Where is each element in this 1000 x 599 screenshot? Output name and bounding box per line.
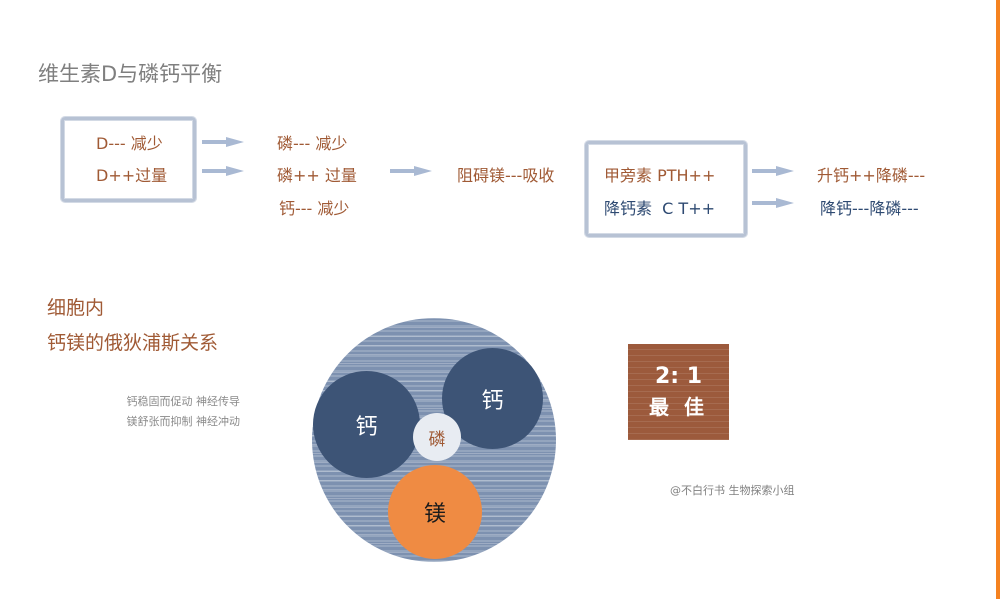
page-title: 维生素D与磷钙平衡 — [38, 62, 223, 86]
right-arrow-icon — [202, 166, 244, 176]
phosphorus-decrease: 磷--- 减少 — [277, 134, 348, 153]
section-title-relationship: 钙镁的俄狄浦斯关系 — [47, 332, 219, 354]
hormone-box — [585, 141, 747, 237]
calcium-circle-left: 钙 — [313, 371, 420, 478]
right-arrow-icon — [390, 166, 432, 176]
magnesium-circle: 镁 — [388, 465, 482, 559]
right-arrow-icon — [752, 198, 794, 208]
credit-text: @不白行书 生物探索小组 — [670, 484, 795, 497]
right-arrow-icon — [752, 166, 794, 176]
note-calcium: 钙稳固而促动 神经传导 — [126, 395, 241, 408]
pth-increase: 甲旁素 PTH++ — [604, 166, 716, 185]
raise-calcium-lower-phosphorus: 升钙++降磷--- — [817, 166, 926, 185]
block-magnesium-absorption: 阻碍镁---吸收 — [457, 166, 555, 185]
phosphorus-excess: 磷++ 过量 — [277, 166, 357, 185]
ratio-label: 最 佳 — [649, 395, 708, 419]
right-arrow-icon — [202, 137, 244, 147]
phosphorus-circle: 磷 — [413, 413, 461, 461]
ratio-card: 2: 1 最 佳 — [628, 344, 729, 440]
vitamin-d-box — [61, 117, 196, 202]
accent-bar — [996, 0, 1000, 599]
section-title-intracellular: 细胞内 — [47, 297, 105, 319]
note-magnesium: 镁舒张而抑制 神经冲动 — [126, 415, 241, 428]
calcium-decrease: 钙--- 减少 — [279, 199, 350, 218]
vitamin-d-decrease: D--- 减少 — [96, 134, 163, 153]
lower-calcium-lower-phosphorus: 降钙---降磷--- — [820, 199, 919, 218]
ratio-value: 2: 1 — [654, 364, 703, 389]
vitamin-d-excess: D++过量 — [96, 166, 168, 185]
ct-increase: 降钙素 C T++ — [604, 199, 716, 218]
